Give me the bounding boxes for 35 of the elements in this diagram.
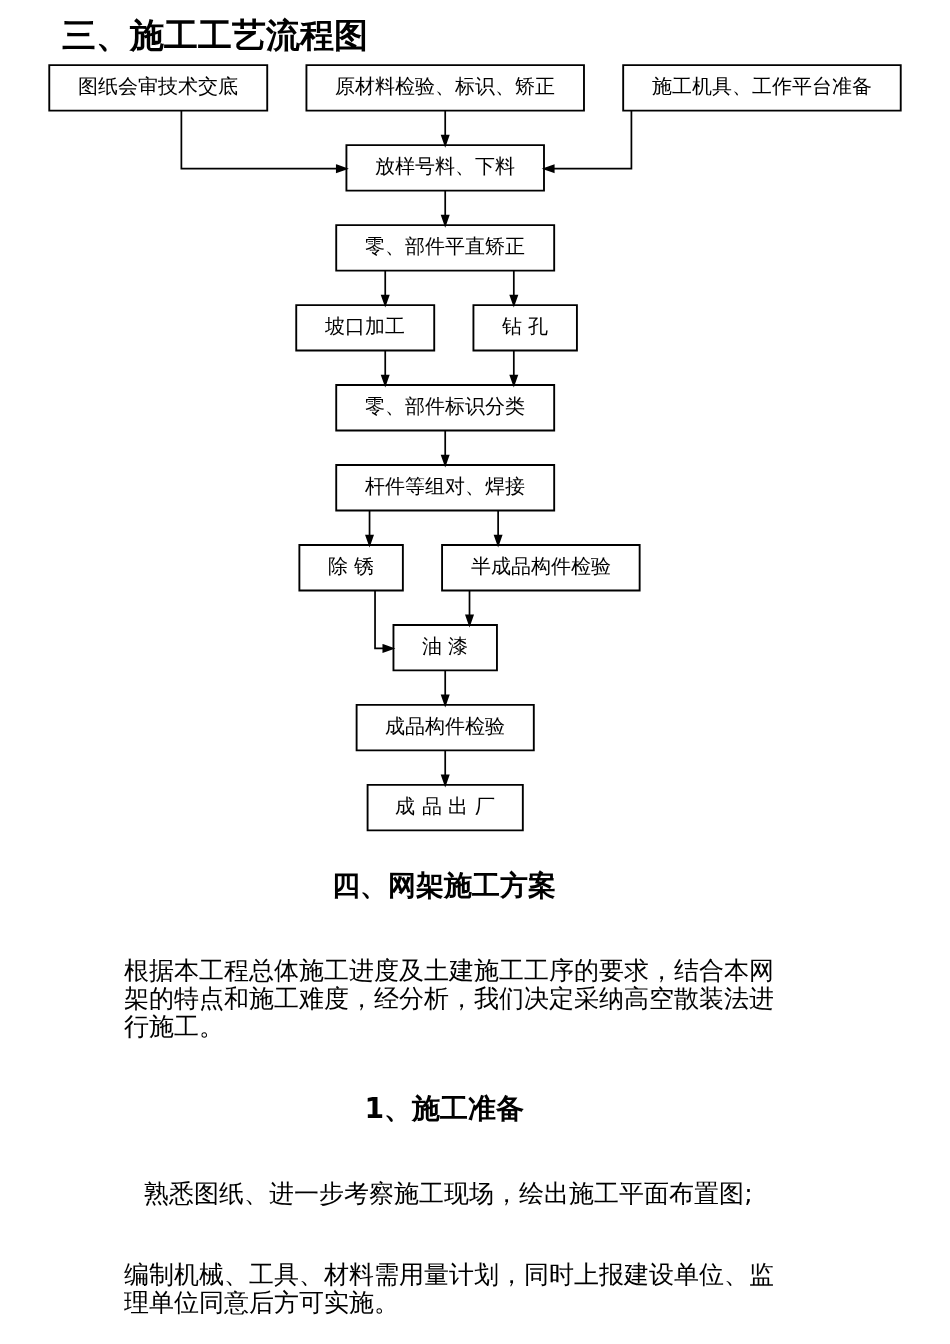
node-box: 坡口加工 [295, 304, 436, 352]
node-box: 半成品构件检验 [441, 544, 641, 592]
node-box: 油 漆 [392, 624, 498, 672]
label: 根据本工程总体施工进度及土建施工工序的要求，结合本网架的特点和施工难度，经分析，我们决定采纳高空散装法进行施工。 [123, 956, 774, 1042]
arrow [440, 749, 450, 788]
node-box: 放样号料、下料 [345, 144, 545, 192]
arrow [440, 110, 450, 148]
node-box: 原材料检验、标识、矫正 [305, 64, 585, 112]
arrow [440, 669, 450, 708]
node-box: 钻 孔 [472, 304, 578, 352]
arrow [180, 109, 349, 174]
arrow [493, 510, 503, 548]
node-box: 零、部件标识分类 [335, 384, 556, 432]
arrow [541, 109, 633, 174]
arrow [440, 190, 450, 228]
node-box: 杆件等组对、焊接 [335, 464, 556, 512]
node-box: 成品构件检验 [355, 704, 535, 752]
arrow [380, 270, 390, 308]
label: 熟悉图纸、进一步考察施工现场，绘出施工平面布置图; [144, 1178, 753, 1208]
arrow [465, 590, 474, 628]
node-box: 施工机具、工作平台准备 [622, 64, 902, 112]
arrow [440, 430, 450, 468]
arrow [509, 350, 519, 388]
arrow [365, 510, 375, 548]
arrow [509, 270, 519, 308]
diagram-title: 三、施工工艺流程图 [61, 15, 368, 56]
arrow [380, 350, 390, 388]
node-box: 除 锈 [298, 544, 404, 592]
label: 编制机械、工具、材料需用量计划，同时上报建设单位、监理单位同意后方可实施。 [123, 1260, 774, 1318]
node-box: 图纸会审技术交底 [48, 64, 269, 112]
arrow [374, 589, 396, 653]
node-box: 零、部件平直矫正 [335, 224, 556, 272]
node-box: 成 品 出 厂 [366, 783, 524, 832]
label: 四、网架施工方案 [331, 869, 556, 903]
label: 1、施工准备 [364, 1091, 525, 1125]
